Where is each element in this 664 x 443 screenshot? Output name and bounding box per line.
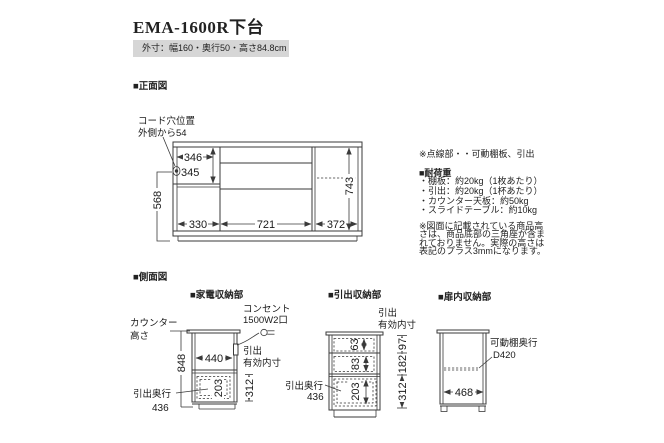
height-note: ※図面に記載されている商品高 さは、商品底部の三角座が含ま れておりません。実際… bbox=[419, 221, 546, 257]
drawer-section-heading: ■引出収納部 bbox=[328, 290, 382, 301]
front-dim-372: 372 bbox=[327, 219, 345, 231]
counter-height-label-line1: カウンター bbox=[130, 318, 178, 329]
appliance-inner-label-line1: 引出 bbox=[243, 345, 262, 357]
drawer-inner-label-line2: 有効内寸 bbox=[378, 319, 417, 331]
counter-height-label-line2: 高さ bbox=[130, 330, 149, 342]
drawer-dim-203: 203 bbox=[350, 382, 362, 400]
appliance-dim-312: 312 bbox=[244, 379, 256, 397]
front-dim-330: 330 bbox=[189, 219, 207, 231]
drawer-inner-label-line1: 引出 bbox=[378, 307, 397, 319]
drawer-dim-312: 312 bbox=[397, 382, 409, 400]
appliance-dim-848: 848 bbox=[176, 354, 188, 372]
front-dim-721: 721 bbox=[257, 219, 275, 231]
outlet-label-line2: 1500W2口 bbox=[243, 315, 288, 326]
cord-hole-leader-line bbox=[162, 136, 176, 167]
outer-size-box: 外寸：幅160・奥行50・高さ84.8cm bbox=[133, 40, 289, 57]
front-dim-568: 568 bbox=[152, 191, 164, 209]
movable-shelf-label-line1: 可動棚奥行 bbox=[490, 337, 538, 349]
outlet-label-line1: コンセント bbox=[243, 304, 291, 315]
cord-hole-label-line1: コード穴位置 bbox=[138, 115, 195, 127]
appliance-section-heading: ■家電収納部 bbox=[190, 290, 244, 301]
load-item-drawer: ・引出：約20kg（1杯あたり） bbox=[419, 185, 543, 196]
appliance-depth-value: 436 bbox=[152, 403, 169, 414]
load-item-counter: ・カウンター天板：約50kg bbox=[419, 195, 529, 206]
front-view-dimensions: 346 345 568 330 721 372 743 bbox=[151, 147, 358, 242]
movable-shelf-label-line2: D420 bbox=[493, 350, 516, 361]
appliance-depth-label: 引出奥行 bbox=[133, 388, 172, 400]
drawer-dim-182: 182 bbox=[397, 355, 409, 373]
door-side-drawing: 468 bbox=[436, 329, 493, 412]
side-view-heading: ■側面図 bbox=[133, 272, 168, 283]
drawer-dim-97: 97 bbox=[397, 338, 409, 350]
door-dim-468: 468 bbox=[455, 387, 473, 399]
load-capacity-heading: ■耐荷重 bbox=[419, 168, 452, 178]
shelf-leader-line bbox=[478, 356, 493, 369]
drawer-dim-83: 83 bbox=[350, 358, 362, 370]
power-plug-icon bbox=[236, 328, 275, 346]
drawer-depth-label: 引出奥行 bbox=[285, 380, 324, 392]
load-item-shelf: ・棚板：約20kg（1枚あたり） bbox=[419, 176, 543, 186]
drawer-side-drawing: 63 83 203 97 182 312 bbox=[324, 331, 409, 418]
front-dim-743: 743 bbox=[344, 177, 356, 195]
front-dim-345: 345 bbox=[181, 167, 199, 179]
appliance-inner-label-line2: 有効内寸 bbox=[243, 357, 282, 369]
appliance-dim-440: 440 bbox=[205, 353, 223, 365]
appliance-dim-203: 203 bbox=[213, 379, 225, 397]
dotted-line-note: ※点線部・・可動棚板、引出 bbox=[419, 149, 535, 159]
cord-hole-icon bbox=[172, 166, 181, 176]
load-capacity-list: ・棚板：約20kg（1枚あたり） ・引出：約20kg（1杯あたり） ・カウンター… bbox=[419, 176, 543, 216]
load-item-slide-table: ・スライドテーブル：約10kg bbox=[419, 205, 537, 216]
drawer-dim-63: 63 bbox=[349, 338, 361, 350]
cord-hole-label-line2: 外側から54 bbox=[138, 127, 187, 139]
page-title: EMA-1600R下台 bbox=[133, 18, 265, 37]
front-dim-346: 346 bbox=[184, 152, 202, 164]
appliance-side-drawing: 848 440 203 312 bbox=[170, 328, 275, 410]
drawer-dashed-outline bbox=[196, 376, 231, 399]
height-note-line2: さは、商品底部の三角座が含ま bbox=[419, 229, 546, 240]
front-view-heading: ■正面図 bbox=[133, 81, 168, 92]
front-view-drawing bbox=[162, 136, 363, 242]
height-note-line3: れておりません。実際の高さは bbox=[419, 237, 545, 248]
height-note-line4: 表記のプラス3mmになります。 bbox=[419, 246, 546, 257]
door-section-heading: ■扉内収納部 bbox=[438, 292, 492, 303]
drawer-depth-leader-line bbox=[175, 388, 209, 394]
drawer-depth-leader-line bbox=[324, 384, 342, 392]
height-note-line1: ※図面に記載されている商品高 bbox=[419, 221, 544, 231]
drawer-depth-value: 436 bbox=[307, 392, 324, 403]
outlet-box-icon bbox=[233, 343, 239, 356]
